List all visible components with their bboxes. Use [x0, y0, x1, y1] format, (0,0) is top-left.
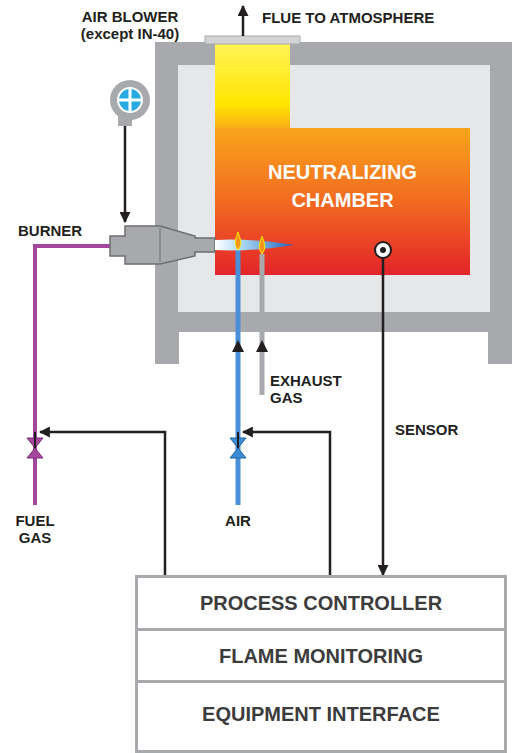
air-blower: AIR BLOWER (except IN-40): [60, 8, 200, 126]
pilot-flame: [235, 232, 240, 250]
part-label: AIR: [213, 512, 263, 529]
controller-band: FLAME MONITORING: [135, 628, 507, 683]
flue-arrow: [242, 6, 245, 36]
burner: BURNER: [15, 222, 215, 264]
flow-arrow: [232, 340, 244, 352]
controller-band: EQUIPMENT INTERFACE: [135, 680, 507, 753]
pilot-flame: [259, 236, 264, 254]
node-text: FLAME MONITORING: [219, 644, 423, 668]
part-label: EXHAUST GAS: [270, 372, 350, 406]
housing-frame: [155, 42, 512, 332]
sensor-symbol: [375, 242, 391, 258]
burner-flame: [215, 240, 294, 251]
blower-housing: [110, 80, 150, 120]
node-text: EQUIPMENT INTERFACE: [202, 702, 440, 726]
blower-fan-cross: [118, 88, 142, 112]
node-text: AIR BLOWER (except IN-40): [60, 8, 200, 42]
part-label: FLUE TO ATMOSPHERE: [262, 9, 492, 26]
sensor-lead: [382, 258, 385, 276]
housing-leg: [488, 332, 512, 364]
valve-stem: [34, 432, 36, 448]
air-pipe: [236, 250, 241, 505]
exhaust-pipe: [260, 254, 265, 395]
connector-arrow: [124, 126, 127, 222]
fuel-gas-pipe: [35, 246, 112, 505]
sensor-dot: [380, 247, 386, 253]
housing-leg: [155, 332, 179, 364]
valve-stem: [237, 432, 239, 448]
blower-fan: [118, 88, 142, 112]
part-label: FUEL GAS: [5, 512, 65, 546]
flue-collar: [205, 36, 300, 44]
burner-body: [110, 226, 215, 264]
control-line: [243, 432, 330, 575]
controller-band: PROCESS CONTROLLER: [135, 575, 507, 631]
node-text: PROCESS CONTROLLER: [200, 591, 442, 615]
connector-arrow: [382, 275, 385, 575]
burner-seam: [160, 228, 161, 262]
flue-chimney: [215, 40, 290, 132]
neutralizing-chamber: NEUTRALIZING CHAMBER: [215, 128, 470, 275]
node-text: NEUTRALIZING CHAMBER: [225, 158, 460, 214]
node-text: BURNER: [18, 222, 215, 239]
signal-label: SENSOR: [393, 421, 460, 438]
control-line: [40, 432, 165, 575]
flow-arrow: [256, 340, 268, 352]
chamber-body: [215, 128, 470, 275]
